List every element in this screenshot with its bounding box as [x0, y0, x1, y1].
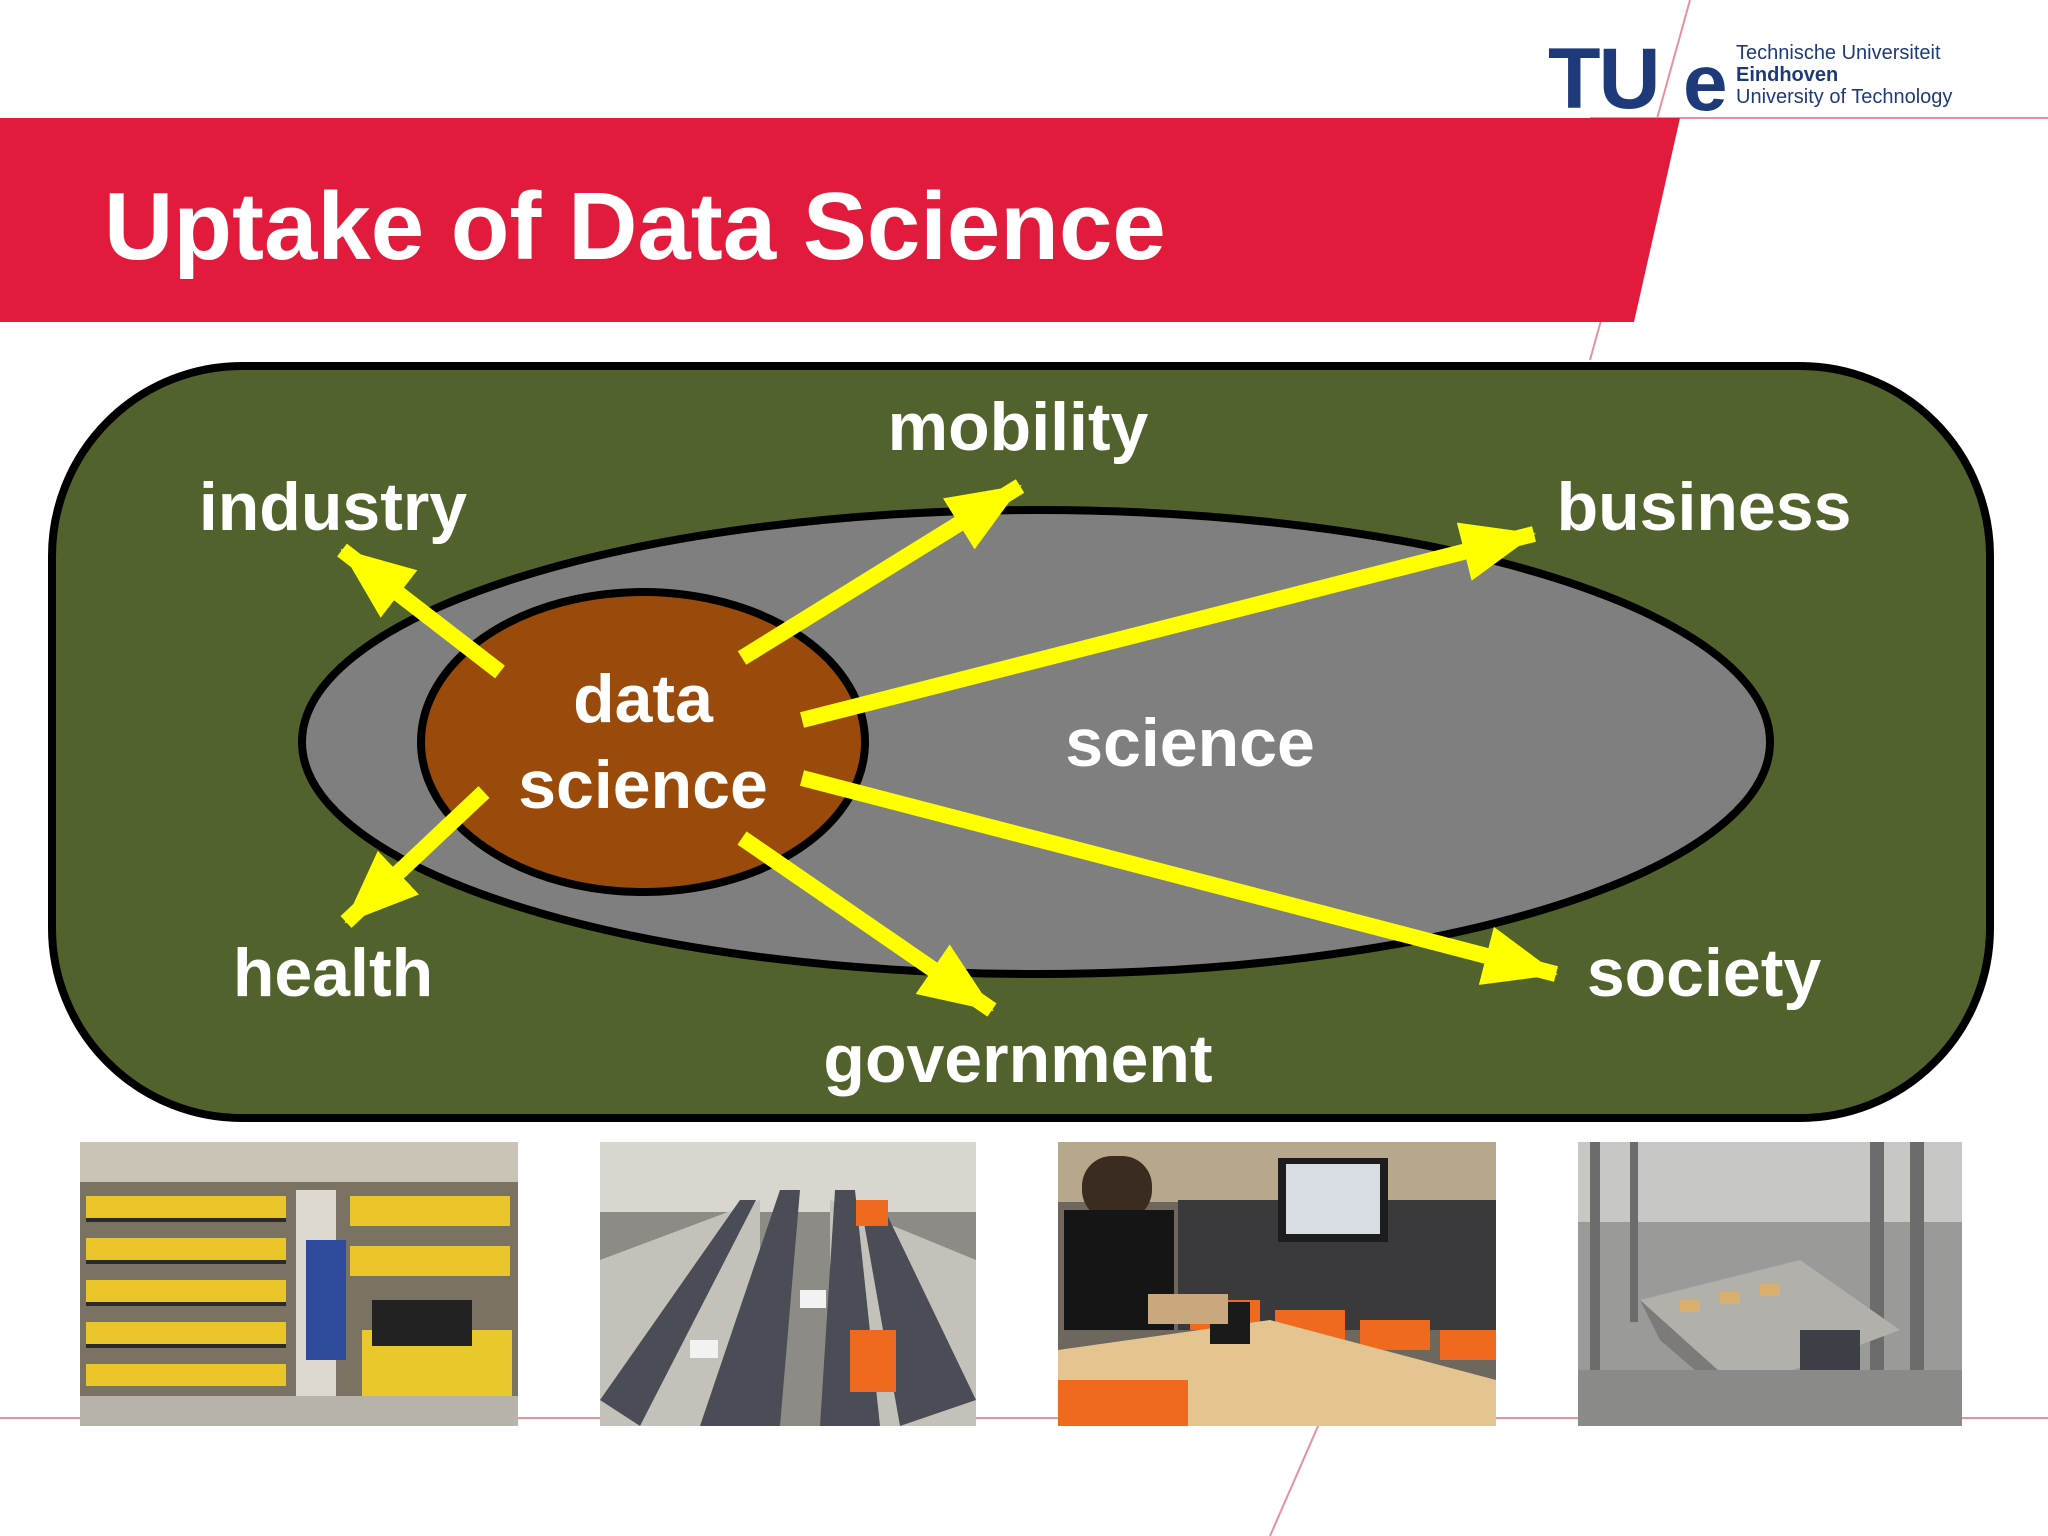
warehouse-shelving-robot-photo	[80, 1142, 518, 1426]
tue-logo: TU e Technische Universiteit Eindhoven U…	[1548, 31, 1968, 127]
arrow-to-government	[737, 831, 997, 1017]
packing-workstation-photo	[1058, 1142, 1496, 1426]
label-health: health	[233, 935, 433, 1011]
label-science: science	[1065, 705, 1315, 781]
logo-line-1: Technische Universiteit	[1736, 42, 1941, 64]
conveyor-belt-photo	[600, 1142, 976, 1426]
slide-title: Uptake of Data Science	[104, 173, 1166, 280]
arrow-to-society	[799, 770, 1559, 985]
label-business: business	[1557, 469, 1852, 545]
automated-warehouse-hall-photo	[1578, 1142, 1962, 1426]
title-banner	[0, 118, 1680, 322]
arrow-to-industry	[337, 543, 505, 679]
logo-line-3: University of Technology	[1736, 86, 1953, 108]
arrow-to-mobility	[737, 479, 1025, 665]
arrow-to-health	[340, 786, 490, 928]
data-science-ellipse	[417, 588, 869, 896]
logo-line-2: Eindhoven	[1736, 64, 1839, 86]
arrow-to-business	[800, 522, 1536, 728]
label-mobility: mobility	[888, 389, 1149, 465]
label-society: society	[1587, 935, 1822, 1011]
label-data: data	[573, 661, 714, 737]
logo-e: e	[1683, 38, 1728, 127]
label-data-science: science	[518, 747, 768, 823]
label-government: government	[823, 1021, 1212, 1097]
logo-text: Technische Universiteit Eindhoven Univer…	[1736, 42, 1952, 108]
label-industry: industry	[199, 469, 467, 545]
logo-tu: TU	[1548, 31, 1661, 127]
